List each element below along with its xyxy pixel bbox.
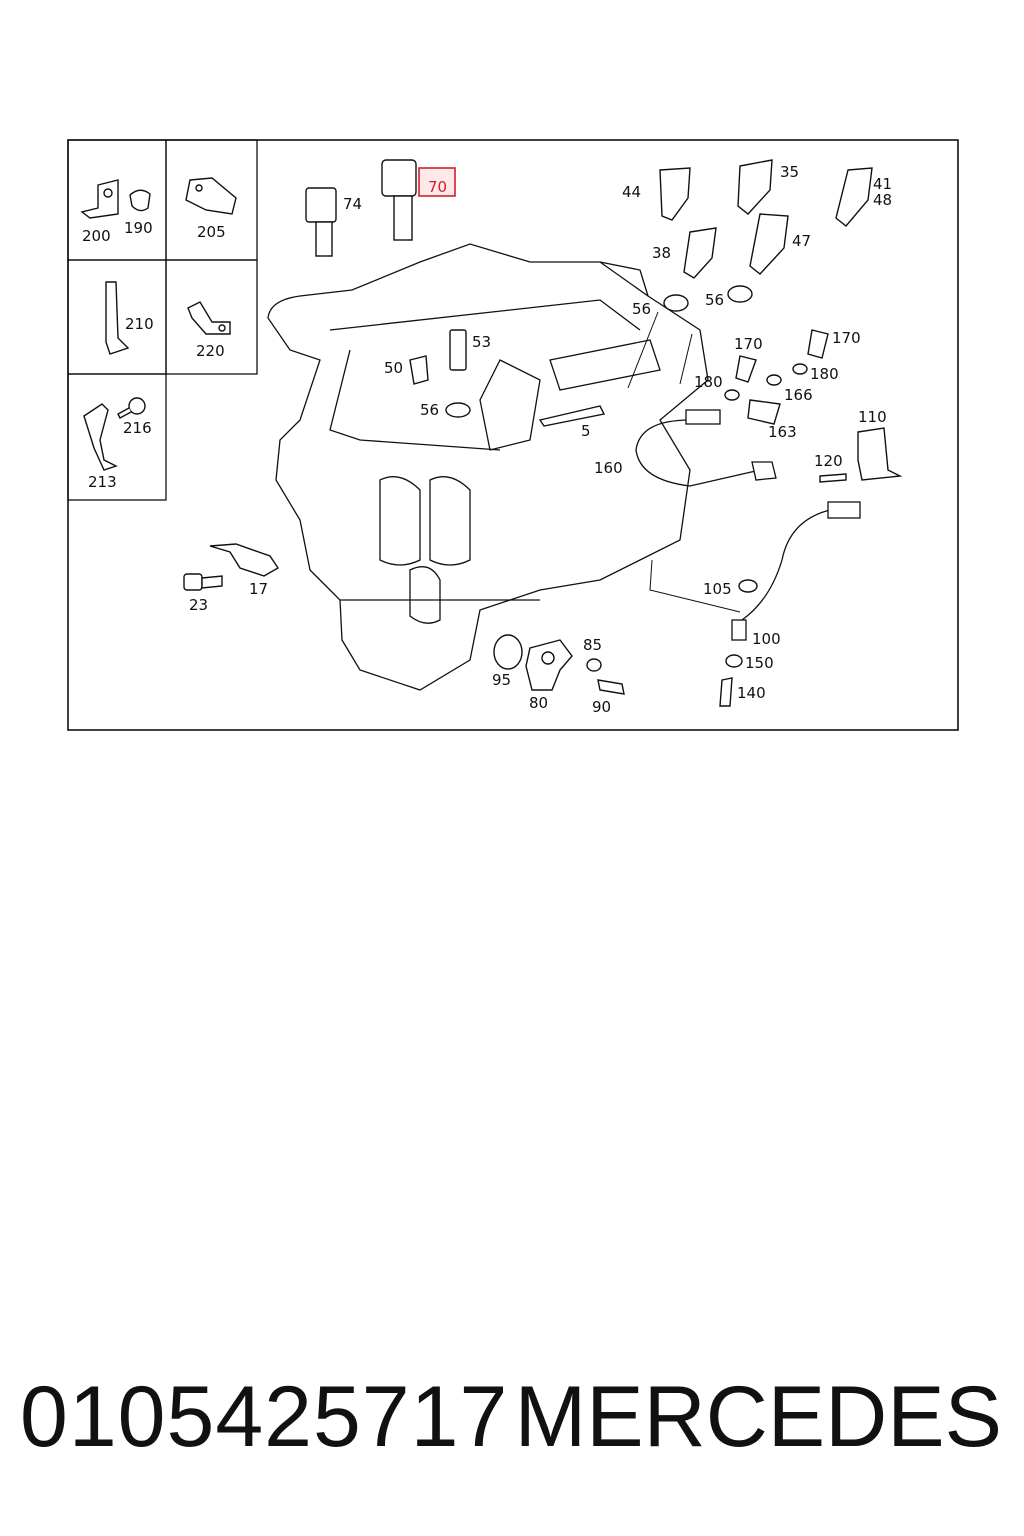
callout-5: 5 xyxy=(581,422,591,440)
bracket-213-icon xyxy=(83,403,118,471)
leader-lines xyxy=(627,311,741,613)
oring-95-icon xyxy=(493,634,523,670)
callout-120: 120 xyxy=(814,452,843,470)
callout-56c: 56 xyxy=(420,401,439,419)
washer-180-icon xyxy=(724,363,808,401)
callout-190: 190 xyxy=(124,219,153,237)
engine-block-icon xyxy=(267,243,709,691)
callout-200: 200 xyxy=(82,227,111,245)
callout-150: 150 xyxy=(745,654,774,672)
bracket-205-icon xyxy=(185,177,237,215)
callout-180b: 180 xyxy=(810,365,839,383)
sensor-47-icon xyxy=(749,213,789,275)
callout-35: 35 xyxy=(780,163,799,181)
callout-85: 85 xyxy=(583,636,602,654)
glow-plug-5-icon xyxy=(538,405,606,427)
callout-166: 166 xyxy=(784,386,813,404)
wiring-100-icon xyxy=(731,501,861,641)
callout-48: 48 xyxy=(873,191,892,209)
inset-grid xyxy=(67,139,258,501)
pin-120-icon xyxy=(819,473,847,483)
callout-80: 80 xyxy=(529,694,548,712)
bolt-216-icon xyxy=(117,397,146,419)
cover-80-icon xyxy=(525,639,573,691)
callout-44: 44 xyxy=(622,183,641,201)
washer-150-icon xyxy=(725,654,743,668)
callout-47: 47 xyxy=(792,232,811,250)
callout-205: 205 xyxy=(197,223,226,241)
callout-53: 53 xyxy=(472,333,491,351)
washer-56-icon xyxy=(445,285,753,418)
footer: 0105425717 MERCEDES xyxy=(0,1362,1024,1472)
bracket-200-icon xyxy=(80,179,119,219)
callout-163: 163 xyxy=(768,423,797,441)
sensor-53-icon xyxy=(449,329,467,371)
sensor-163-icon xyxy=(747,399,781,425)
sensor-41-icon xyxy=(835,167,873,227)
callout-210: 210 xyxy=(125,315,154,333)
callout-17: 17 xyxy=(249,580,268,598)
callout-56a: 56 xyxy=(632,300,651,318)
callout-90: 90 xyxy=(592,698,611,716)
callout-41: 41 xyxy=(873,175,892,193)
sensor-70-icon xyxy=(381,159,417,241)
parts-diagram: 200 190 205 210 220 216 213 74 70 44 35 … xyxy=(67,139,959,731)
callout-95: 95 xyxy=(492,671,511,689)
sensor-74-icon xyxy=(305,187,337,257)
callout-100: 100 xyxy=(752,630,781,648)
callout-110: 110 xyxy=(858,408,887,426)
bolt-140-icon xyxy=(719,677,733,707)
sensor-35-icon xyxy=(737,159,773,215)
bolt-23-icon xyxy=(183,573,223,591)
callout-216: 216 xyxy=(123,419,152,437)
sensor-44-icon xyxy=(659,167,691,221)
washer-85-icon xyxy=(586,658,602,672)
callout-170b: 170 xyxy=(832,329,861,347)
callout-38: 38 xyxy=(652,244,671,262)
callout-70: 70 xyxy=(428,178,447,196)
washer-166-icon xyxy=(766,374,782,386)
part-number: 0105425717 xyxy=(20,1369,509,1465)
callouts: 200 190 205 210 220 216 213 74 70 44 35 … xyxy=(82,163,892,716)
callout-23: 23 xyxy=(189,596,208,614)
callout-50: 50 xyxy=(384,359,403,377)
callout-105: 105 xyxy=(703,580,732,598)
bracket-220-icon xyxy=(187,301,231,335)
callout-220: 220 xyxy=(196,342,225,360)
callout-74: 74 xyxy=(343,195,362,213)
bolt-170-icon xyxy=(735,329,829,383)
clip-190-icon xyxy=(129,189,151,212)
callout-170a: 170 xyxy=(734,335,763,353)
bracket-210-icon xyxy=(105,281,130,355)
bracket-110-icon xyxy=(857,427,903,481)
plug-50-icon xyxy=(409,355,429,385)
wiring-160-icon xyxy=(635,409,777,487)
callout-213: 213 xyxy=(88,473,117,491)
callout-160: 160 xyxy=(594,459,623,477)
callout-56b: 56 xyxy=(705,291,724,309)
washer-105-icon xyxy=(738,579,758,593)
sensor-38-icon xyxy=(683,227,717,279)
brand-name: MERCEDES xyxy=(514,1369,1002,1465)
bracket-17-icon xyxy=(209,543,279,577)
callout-180a: 180 xyxy=(694,373,723,391)
callout-70-highlight xyxy=(418,167,456,197)
callout-140: 140 xyxy=(737,684,766,702)
bolt-90-icon xyxy=(597,679,625,695)
